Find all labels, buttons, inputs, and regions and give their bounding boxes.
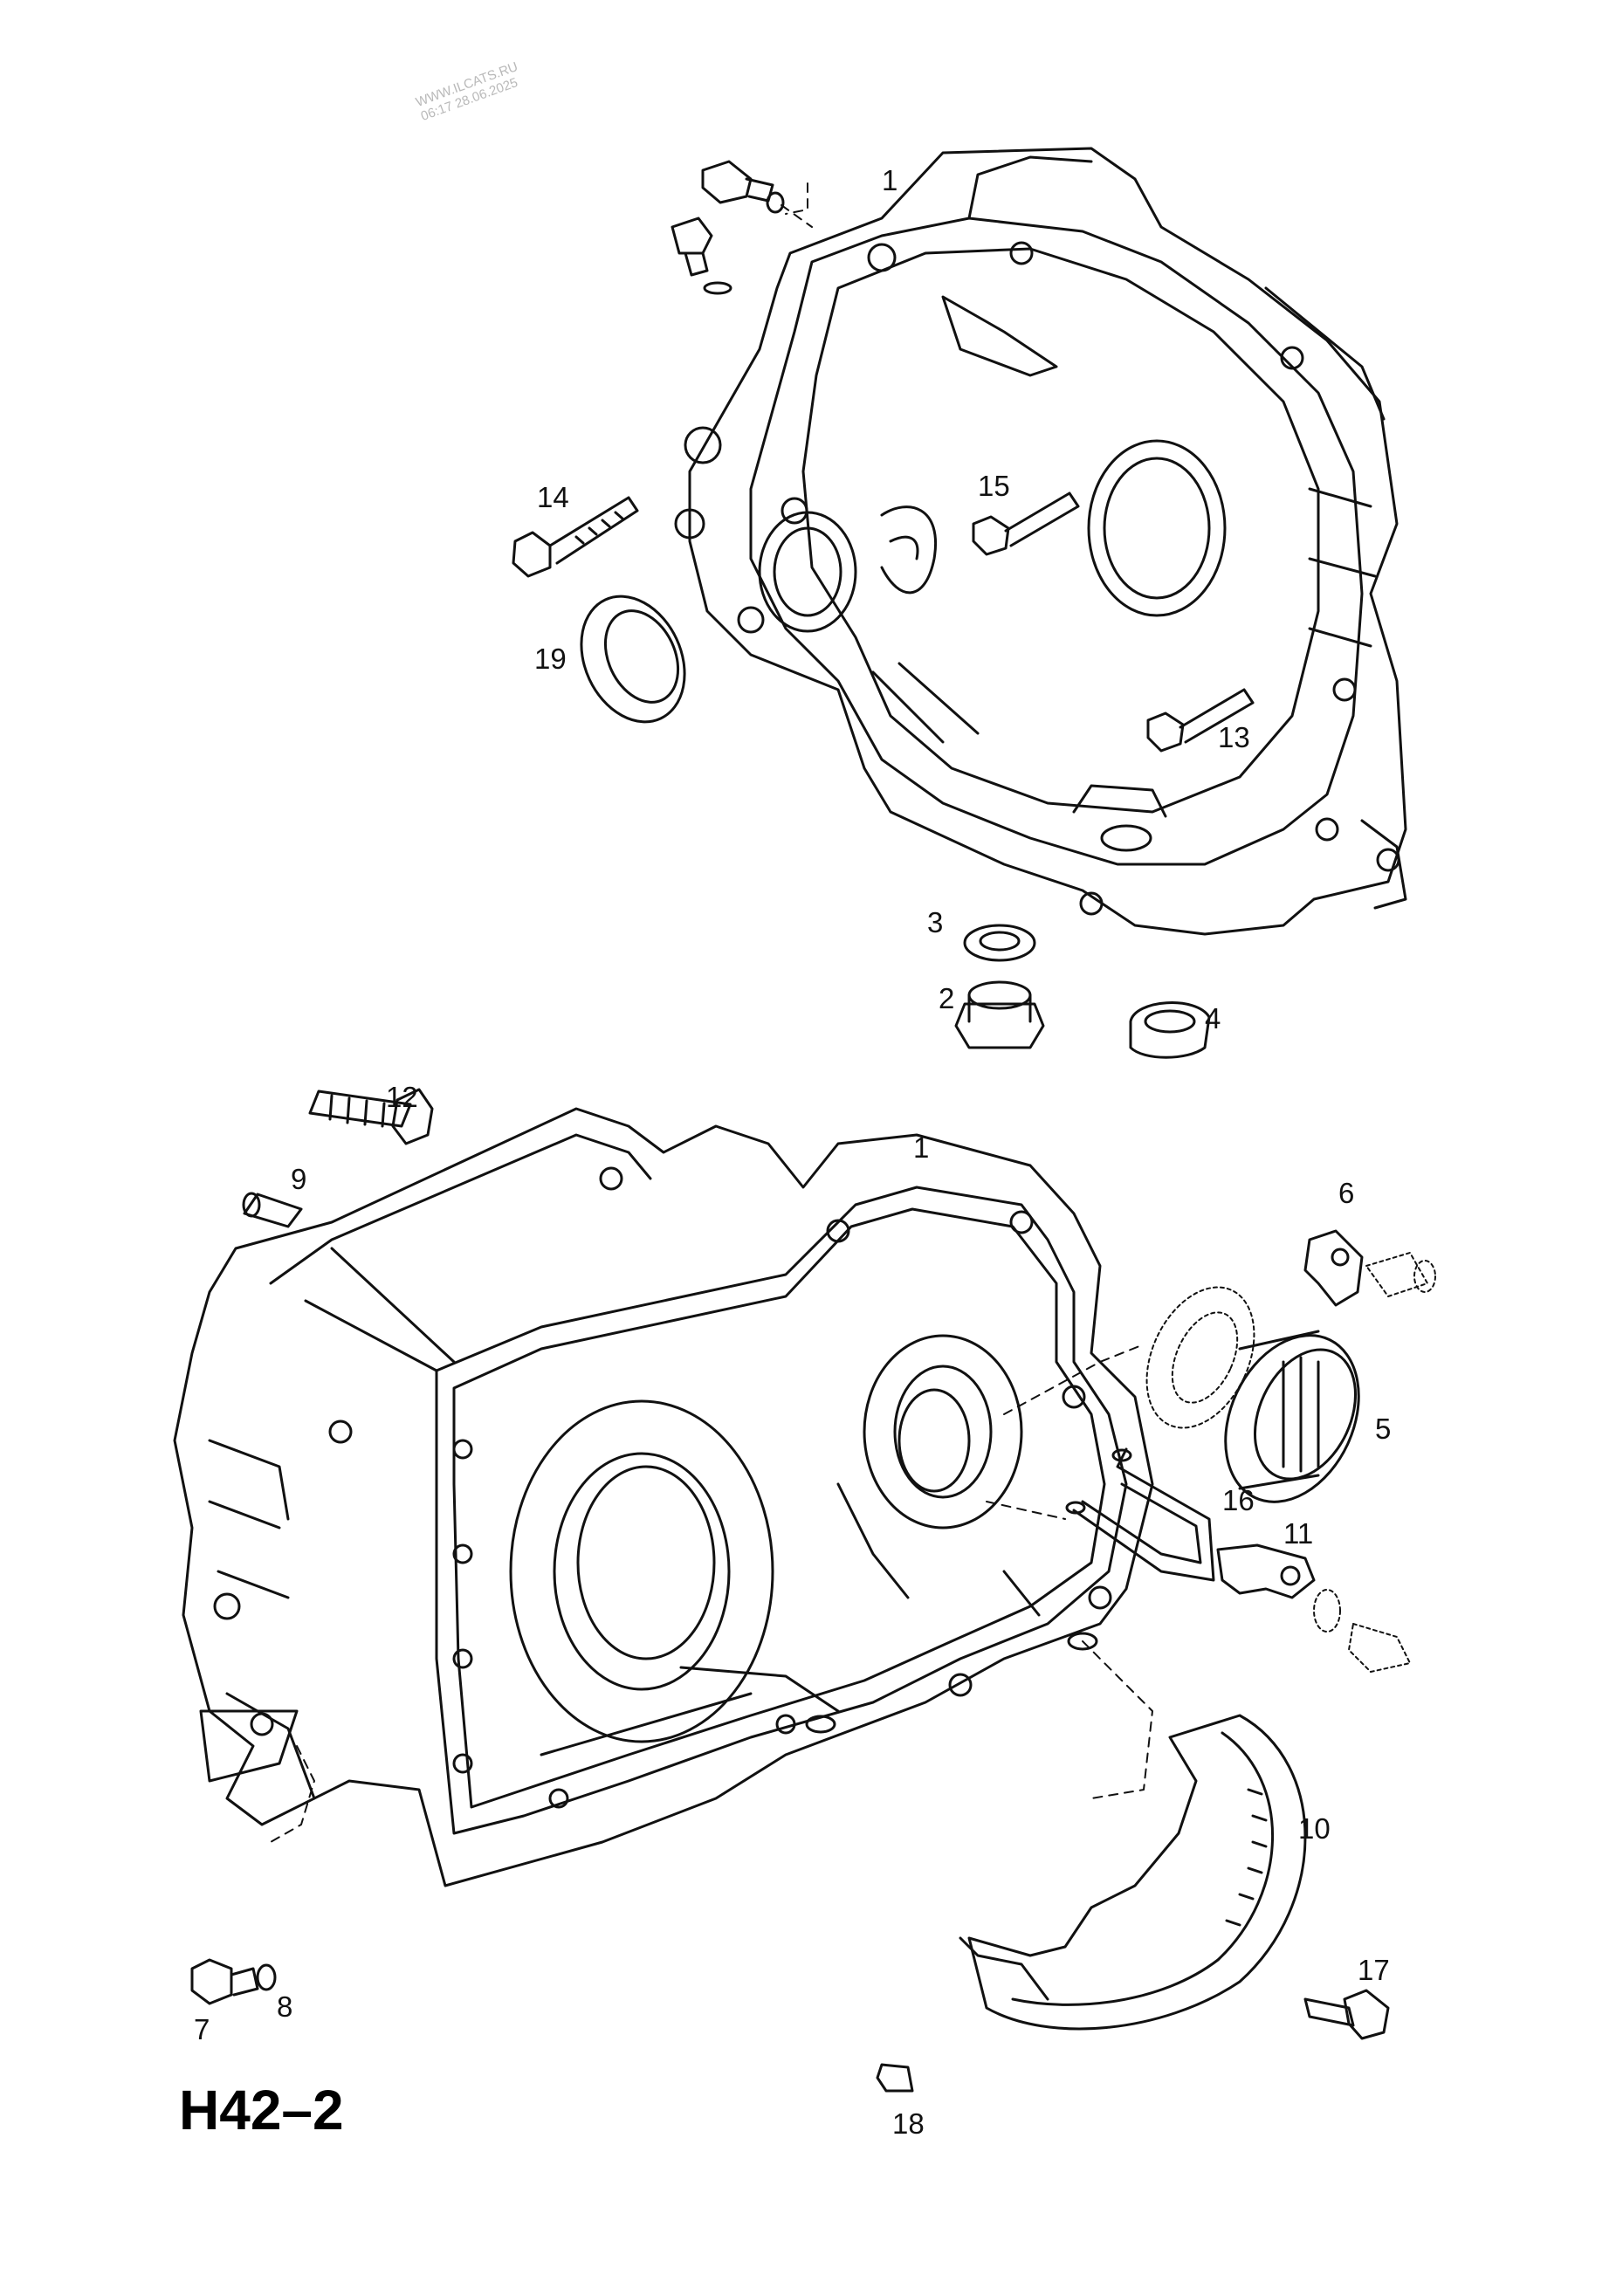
dowel-9 [242, 1192, 303, 1228]
bolt-11-ghost [1313, 1589, 1411, 1673]
callout-11: 11 [1283, 1517, 1314, 1550]
upper-bolt-top [701, 160, 785, 214]
callout-1-top: 1 [882, 164, 898, 196]
drain-plug-2 [954, 980, 1045, 1049]
callout-15: 15 [978, 470, 1010, 502]
bolt-12 [308, 1088, 434, 1145]
callout-4: 4 [1205, 1002, 1221, 1035]
upper-transmission-housing [674, 147, 1407, 936]
bracket-11 [1216, 1543, 1316, 1599]
callout-3: 3 [927, 906, 944, 938]
gasket-ring-ghost [1145, 1286, 1255, 1429]
callout-12: 12 [386, 1081, 418, 1113]
bolt-6-ghost [1365, 1252, 1436, 1297]
callout-9: 9 [291, 1163, 307, 1195]
bearing-5 [1224, 1330, 1360, 1503]
callout-1-bottom: 1 [913, 1131, 930, 1164]
bolt-13 [1146, 688, 1255, 753]
callout-18: 18 [892, 2107, 925, 2140]
figure-code: H42–2 [179, 2079, 344, 2141]
callout-7: 7 [194, 2013, 210, 2045]
bolt-7 [190, 1958, 259, 2005]
callout-8: 8 [277, 1990, 293, 2023]
washer-3 [963, 924, 1036, 962]
upper-plug-bolt [671, 217, 732, 295]
washer-8 [256, 1963, 277, 1991]
callout-6: 6 [1338, 1177, 1355, 1209]
callout-13: 13 [1218, 721, 1250, 753]
clip-18 [876, 2063, 914, 2093]
bracket-6 [1303, 1229, 1364, 1307]
callout-16: 16 [1222, 1484, 1255, 1516]
pipe-16 [1065, 1447, 1215, 1582]
callout-19: 19 [534, 643, 567, 675]
cover-10 [959, 1714, 1307, 2031]
callout-14: 14 [537, 481, 569, 513]
lower-transmission-housing [173, 1107, 1154, 1887]
callout-10: 10 [1298, 1812, 1331, 1845]
callout-2: 2 [939, 982, 955, 1014]
callout-17: 17 [1358, 1954, 1390, 1986]
callout-5: 5 [1375, 1413, 1392, 1445]
bolt-15 [972, 492, 1080, 556]
bolt-14 [512, 496, 639, 578]
bolt-17 [1303, 1989, 1390, 2040]
bush-4 [1129, 1001, 1211, 1059]
seal-19 [580, 595, 686, 724]
